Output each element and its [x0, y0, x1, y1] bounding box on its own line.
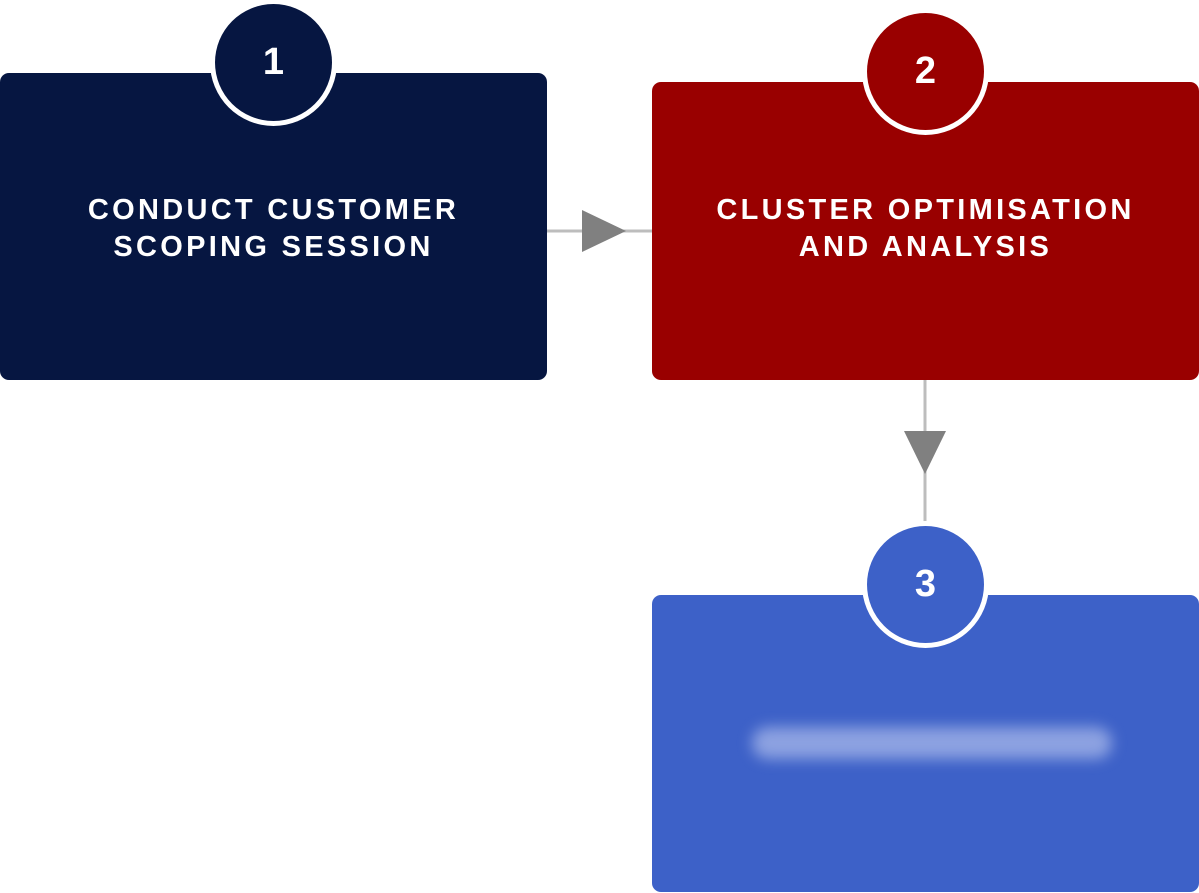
step-1-badge: 1 [210, 0, 337, 126]
step-2-badge: 2 [862, 8, 989, 135]
step-3-number: 3 [867, 526, 984, 643]
step-3-card [652, 595, 1199, 892]
arrowhead-down-icon [904, 431, 946, 474]
connector-step1-to-step2 [547, 210, 652, 252]
connector-step2-to-step3 [904, 380, 946, 523]
step-3-title-blurred [752, 727, 1112, 759]
step-2-number: 2 [867, 13, 984, 130]
step-2-title: CLUSTER OPTIMISATION AND ANALYSIS [716, 194, 1135, 263]
step-3-badge: 3 [862, 521, 989, 648]
step-1-title: CONDUCT CUSTOMER SCOPING SESSION [87, 194, 460, 263]
step-1-number: 1 [215, 4, 332, 121]
arrowhead-right-icon [582, 210, 626, 252]
